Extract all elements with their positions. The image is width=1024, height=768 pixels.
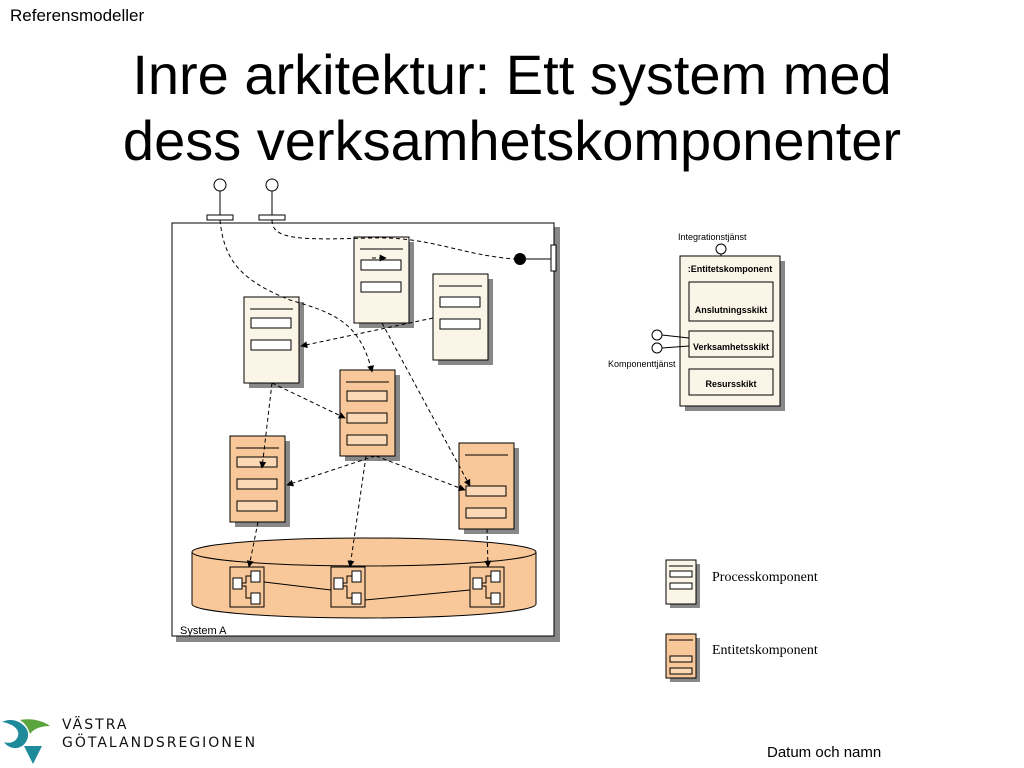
page-title: Inre arkitektur: Ett system med dess ver… [0,42,1024,174]
entity-component-2 [229,435,290,527]
logo-line-2: GÖTALANDSREGIONEN [62,735,258,751]
resource-icon-2 [330,566,366,608]
logo-wordmark: VÄSTRA GÖTALANDSREGIONEN [62,716,257,752]
external-interface [514,244,557,272]
process-component-3 [243,296,304,388]
entity-detail: Integrationstjänst :Entitetskomponent An… [608,232,785,411]
section-label: Referensmodeller [10,6,145,25]
resource-icon-1 [229,566,265,608]
process-component-2 [432,273,493,365]
layer-resource: Resursskikt [705,379,756,389]
title-line-2: dess verksamhetskomponenter [122,109,902,172]
legend-process-label: Processkomponent [712,570,818,585]
entity-detail-title: :Entitetskomponent [688,264,773,274]
resource-links [263,581,471,601]
integration-service-label: Integrationstjänst [678,232,747,242]
layer-connection: Anslutningsskikt [695,305,768,315]
integration-interface-2 [258,178,286,221]
layer-business: Verksamhetsskikt [693,342,769,352]
legend-entity: Entitetskomponent [665,633,818,682]
entity-component-1 [339,369,400,461]
entity-component-3 [458,442,519,534]
logo-mark-icon [2,719,50,764]
dependency-arrows [219,219,516,568]
component-service-label: Komponenttjänst [608,359,676,369]
region-logo: VÄSTRA GÖTALANDSREGIONEN [0,716,260,768]
legend-process: Processkomponent [665,559,818,608]
title-line-1: Inre arkitektur: Ett system med [132,43,892,106]
integration-interface-1 [206,178,234,221]
legend-entity-label: Entitetskomponent [712,643,818,658]
logo-line-1: VÄSTRA [62,717,129,733]
resource-icon-3 [469,566,505,608]
system-label: System A [180,625,227,637]
process-component-1 [353,236,414,328]
footer-date-name: Datum och namn [767,744,882,761]
